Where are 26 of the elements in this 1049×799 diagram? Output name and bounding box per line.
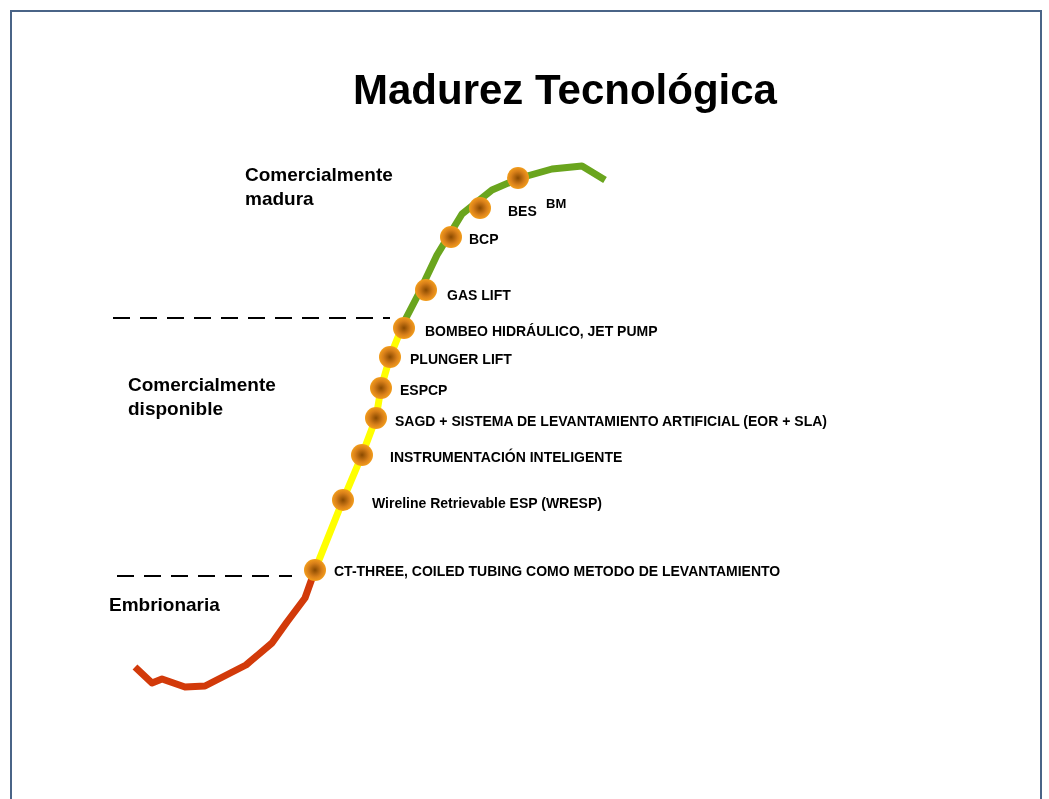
milestone-dot: [393, 317, 415, 339]
point-label: INSTRUMENTACIÓN INTELIGENTE: [390, 449, 623, 465]
milestone-dot: [304, 559, 326, 581]
point-label: PLUNGER LIFT: [410, 351, 512, 367]
point-label: CT-THREE, COILED TUBING COMO METODO DE LEVANTAMIENTO: [334, 563, 781, 579]
milestone-dot: [415, 279, 437, 301]
point-label: GAS LIFT: [447, 287, 511, 303]
milestone-dot: [332, 489, 354, 511]
point-label: BOMBEO HIDRÁULICO, JET PUMP: [425, 323, 658, 339]
point-label: Wireline Retrievable ESP (WRESP): [372, 495, 602, 511]
milestone-dot: [440, 226, 462, 248]
milestone-dot: [379, 346, 401, 368]
point-label: BES: [508, 203, 537, 219]
point-label: SAGD + SISTEMA DE LEVANTAMIENTO ARTIFICIAL (EOR + SLA): [395, 413, 827, 429]
milestone-dot: [365, 407, 387, 429]
milestone-dot: [469, 197, 491, 219]
stage-label: Comercialmente disponible: [128, 373, 277, 421]
point-label: ESPCP: [400, 382, 448, 398]
point-label: BCP: [469, 231, 499, 247]
milestone-dot: [507, 167, 529, 189]
stage-label: Comercialmente madura: [245, 163, 394, 211]
milestone-dot: [351, 444, 373, 466]
point-label: BM: [546, 196, 567, 211]
stage-label: Embrionaria: [109, 593, 221, 617]
milestone-dot: [370, 377, 392, 399]
title: Madurez Tecnológica: [352, 66, 778, 114]
